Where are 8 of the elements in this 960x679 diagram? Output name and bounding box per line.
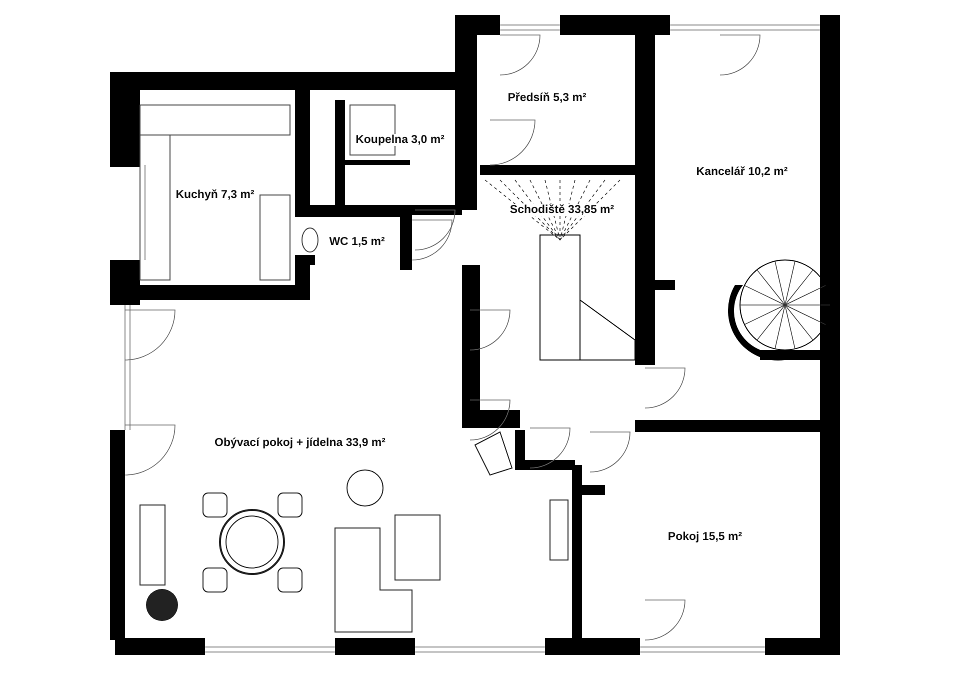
room-label: Kancelář 10,2 m² <box>694 166 790 178</box>
room-label: Koupelna 3,0 m² <box>354 134 446 146</box>
room-label: Obývací pokoj + jídelna 33,9 m² <box>212 437 388 449</box>
room-label: Schodiště 33,85 m² <box>508 204 616 216</box>
room-label: Pokoj 15,5 m² <box>666 531 744 543</box>
room-label: Předsíň 5,3 m² <box>506 92 588 104</box>
room-label: Kuchyň 7,3 m² <box>174 189 256 201</box>
room-label: WC 1,5 m² <box>327 236 387 248</box>
